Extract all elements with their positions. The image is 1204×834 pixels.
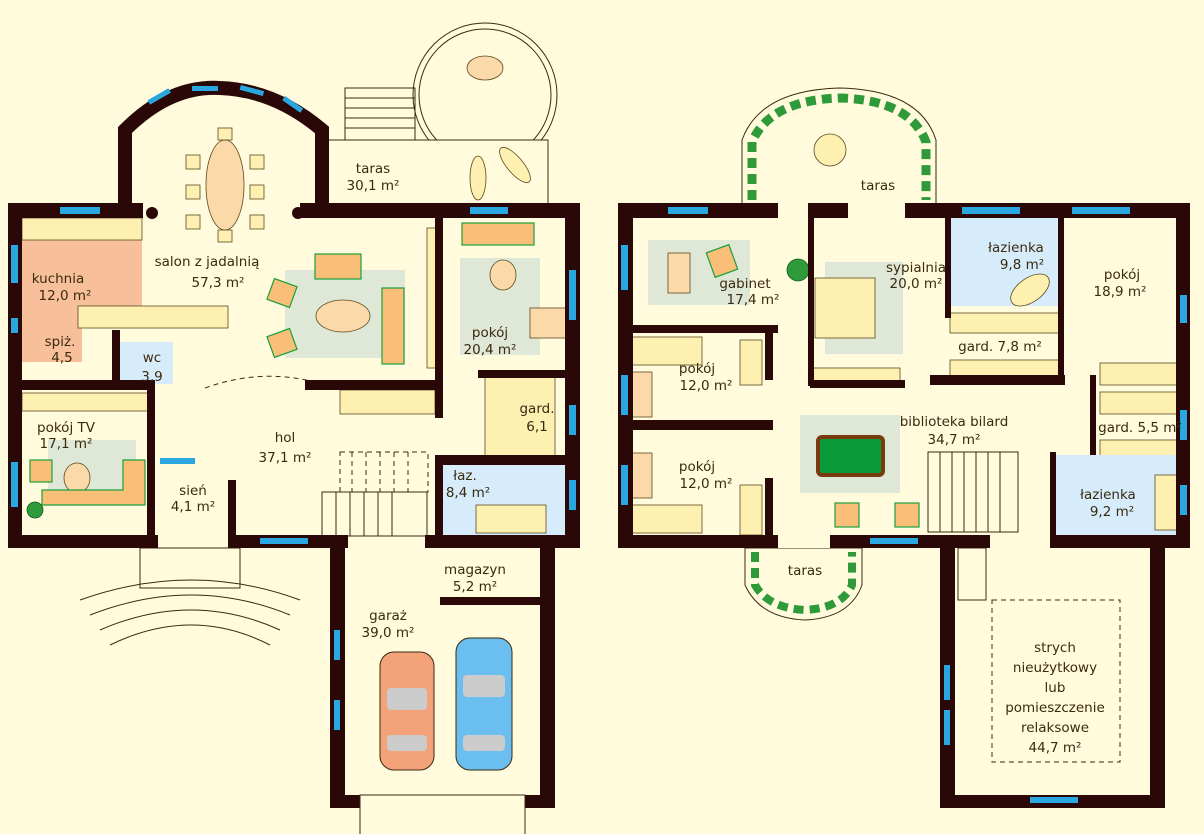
kitchen-floor [22,240,142,307]
room-area: 3,9 [141,369,162,385]
attic-label: nieużytkowy [1013,660,1097,676]
room-label: sypialnia [886,260,946,276]
lounger [469,155,487,201]
room-label: hol [275,430,296,446]
lounger [499,146,531,184]
room-label: pokój TV [37,420,96,436]
windows [11,207,576,730]
kitchen-counter [77,305,229,329]
room-label: taras [788,563,822,579]
room-area: 17,1 m² [40,436,93,452]
bed [631,504,703,534]
room-area: 4,1 m² [171,499,215,515]
billiard-table [816,435,885,477]
room-area: 5,2 m² [453,579,497,595]
bathtub [475,504,547,534]
coffee-table [315,299,371,333]
bed [814,277,876,339]
staircase [927,451,1019,533]
attic-label: lub [1045,680,1066,696]
room-area: 12,0 m² [680,378,733,394]
ground-floor-walls [8,203,580,808]
room-label: wc [143,350,161,366]
room-label: łaz. [453,468,477,484]
room-label: pokój [679,361,715,377]
front-steps [79,547,301,646]
room-area: 20,4 m² [464,342,517,358]
terrace-table [466,55,504,81]
room-area: 17,4 m² [727,292,780,308]
wardrobe [339,389,436,415]
room-label: łazienka [1080,487,1136,503]
room-area: 37,1 m² [259,450,312,466]
room-label: garaż [369,608,407,624]
room-area: 20,0 m² [890,276,943,292]
room-area: 6,1 [526,419,547,435]
room-area: 12,0 m² [39,288,92,304]
corner-sofa [41,459,146,506]
dining-table [205,139,245,231]
room-label: pokój [1104,267,1140,283]
attic-area: 44,7 m² [1029,740,1082,756]
wardrobe [484,374,556,461]
room-label: łazienka [988,240,1044,256]
wc-floor [118,342,173,384]
room-area: 12,0 m² [680,476,733,492]
sofa [314,253,362,280]
room-area: 39,0 m² [362,625,415,641]
room-label: pokój [679,459,715,475]
attic-label: strych [1034,640,1076,656]
room-label: taras [861,178,895,194]
room-label: biblioteka bilard [900,414,1009,430]
first-floor-walls [618,203,1190,808]
terrace-table [813,133,847,167]
room-label: salon z jadalnią [155,254,260,270]
attic-label: pomieszczenie [1005,700,1105,716]
room-area: 8,4 m² [446,485,490,501]
room-area: 18,9 m² [1094,284,1147,300]
room-area: 4,5 [51,350,72,366]
first-floor: taras gabinet 17,4 m² sypialnia 20,0 m² … [618,87,1190,808]
attic-label: relaksowe [1021,720,1089,736]
car-orange [379,651,435,771]
sofa [381,287,405,365]
room-area: 30,1 m² [347,178,400,194]
room-label: gabinet [719,276,770,292]
terrace-stairs [344,87,416,141]
room-label: gard. [519,401,554,417]
room-label: gard. 5,5 m² [1098,420,1182,436]
room-label: magazyn [444,562,506,578]
room-area: 9,8 m² [1000,257,1044,273]
room-area: 57,3 m² [192,275,245,291]
room-label: gard. 7,8 m² [958,339,1042,355]
room-area: 9,2 m² [1090,504,1134,520]
desk [667,252,691,294]
car-blue [455,637,513,771]
windows [621,207,1187,803]
room-label: taras [356,161,390,177]
room-label: kuchnia [32,271,85,287]
room-label: sień [179,483,207,499]
room-label: pokój [472,325,508,341]
room-label: spiż. [45,334,76,350]
ground-floor: taras 30,1 m² salon z jadalnią 57,3 m² k… [8,22,580,834]
room-area: 34,7 m² [928,432,981,448]
